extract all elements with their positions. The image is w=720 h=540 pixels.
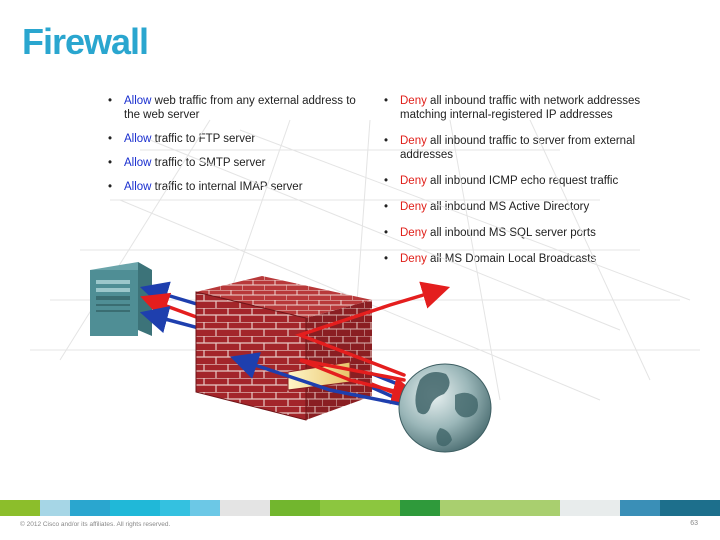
list-item: •Allow traffic to SMTP server bbox=[108, 157, 266, 169]
list-item: •Allow web traffic from any external add… bbox=[108, 95, 356, 121]
rule-text: all inbound traffic to server from exter… bbox=[400, 135, 636, 161]
deny-keyword: Deny bbox=[400, 201, 427, 213]
list-item: •Allow traffic to FTP server bbox=[108, 133, 256, 145]
list-item: •Deny all inbound traffic with network a… bbox=[384, 95, 641, 121]
traffic-arrow-icon bbox=[230, 281, 451, 407]
allow-rules-list: •Allow web traffic from any external add… bbox=[106, 94, 356, 204]
rule-text: web traffic from any external address to… bbox=[124, 95, 356, 121]
rule-text: all inbound MS Active Directory bbox=[426, 201, 590, 213]
deny-keyword: Deny bbox=[400, 135, 427, 147]
globe-icon bbox=[398, 363, 492, 453]
list-item: •Deny all inbound MS Active Directory bbox=[384, 201, 590, 213]
page-number: 63 bbox=[690, 520, 698, 527]
footer-color-bar bbox=[0, 500, 720, 516]
deny-keyword: Deny bbox=[400, 175, 427, 187]
list-item: •Deny all MS Domain Local Broadcasts bbox=[384, 253, 597, 265]
server-icon bbox=[90, 262, 152, 336]
list-item: •Deny all inbound traffic to server from… bbox=[384, 135, 636, 161]
rule-text: traffic to FTP server bbox=[151, 133, 256, 145]
allow-keyword: Allow bbox=[124, 181, 152, 193]
firewall-brick-wall-icon bbox=[195, 276, 372, 421]
rule-text: all inbound ICMP echo request traffic bbox=[426, 175, 619, 187]
rule-text: traffic to SMTP server bbox=[151, 157, 266, 169]
allow-keyword: Allow bbox=[124, 95, 152, 107]
allow-keyword: Allow bbox=[124, 133, 152, 145]
deny-keyword: Deny bbox=[400, 227, 427, 239]
allow-keyword: Allow bbox=[124, 157, 152, 169]
deny-keyword: Deny bbox=[400, 95, 427, 107]
rule-text: all MS Domain Local Broadcasts bbox=[426, 253, 597, 265]
deny-keyword: Deny bbox=[400, 253, 427, 265]
list-item: •Deny all inbound ICMP echo request traf… bbox=[384, 175, 619, 187]
deny-rules-list: •Deny all inbound traffic with network a… bbox=[382, 94, 642, 278]
copyright-text: © 2012 Cisco and/or its affiliates. All … bbox=[20, 521, 171, 528]
rule-text: all inbound traffic with network address… bbox=[400, 95, 641, 121]
slide-title: Firewall bbox=[22, 21, 149, 62]
